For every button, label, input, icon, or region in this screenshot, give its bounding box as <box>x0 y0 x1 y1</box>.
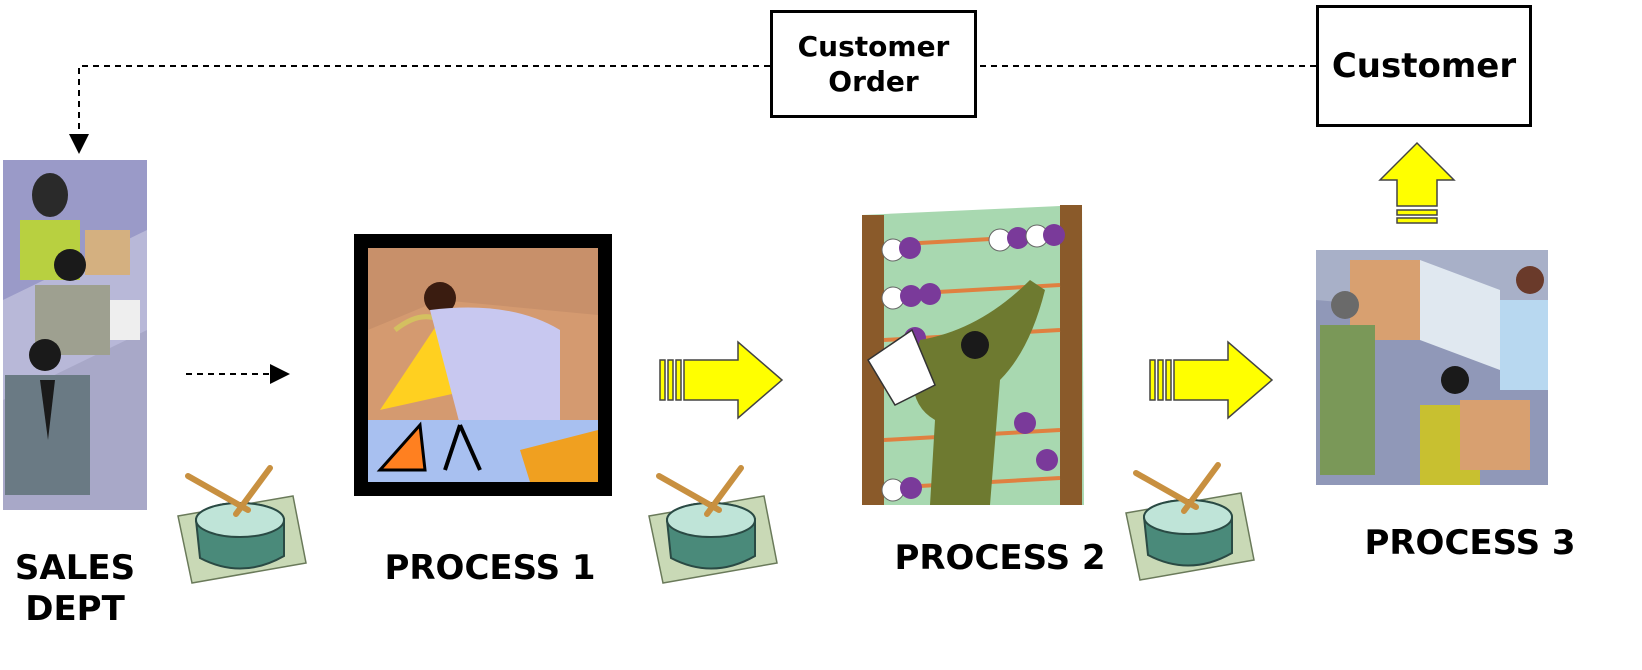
process-3-label: PROCESS 3 <box>1364 523 1576 563</box>
customer-order-box: Customer Order <box>770 10 977 118</box>
sales-team-clipart <box>3 160 147 510</box>
drafting-man-clipart <box>354 234 612 496</box>
customer-box: Customer <box>1316 5 1532 127</box>
flow-arrow-icon-p2-p3 <box>1149 341 1273 419</box>
drum-icon-sales <box>178 468 306 583</box>
flow-arrow-icon-p1-p2 <box>659 341 783 419</box>
process-1-label: PROCESS 1 <box>384 548 596 588</box>
abacus-man-clipart <box>862 205 1084 505</box>
order-feedback-line <box>79 65 1316 150</box>
sales-dept-label: SALES DEPT <box>14 548 136 629</box>
process-2-label: PROCESS 2 <box>894 538 1106 578</box>
drum-icon-process2 <box>1126 465 1254 580</box>
warehouse-workers-clipart <box>1316 250 1548 485</box>
flow-arrow-icon-up <box>1378 141 1456 224</box>
drum-icon-process1 <box>649 468 777 583</box>
